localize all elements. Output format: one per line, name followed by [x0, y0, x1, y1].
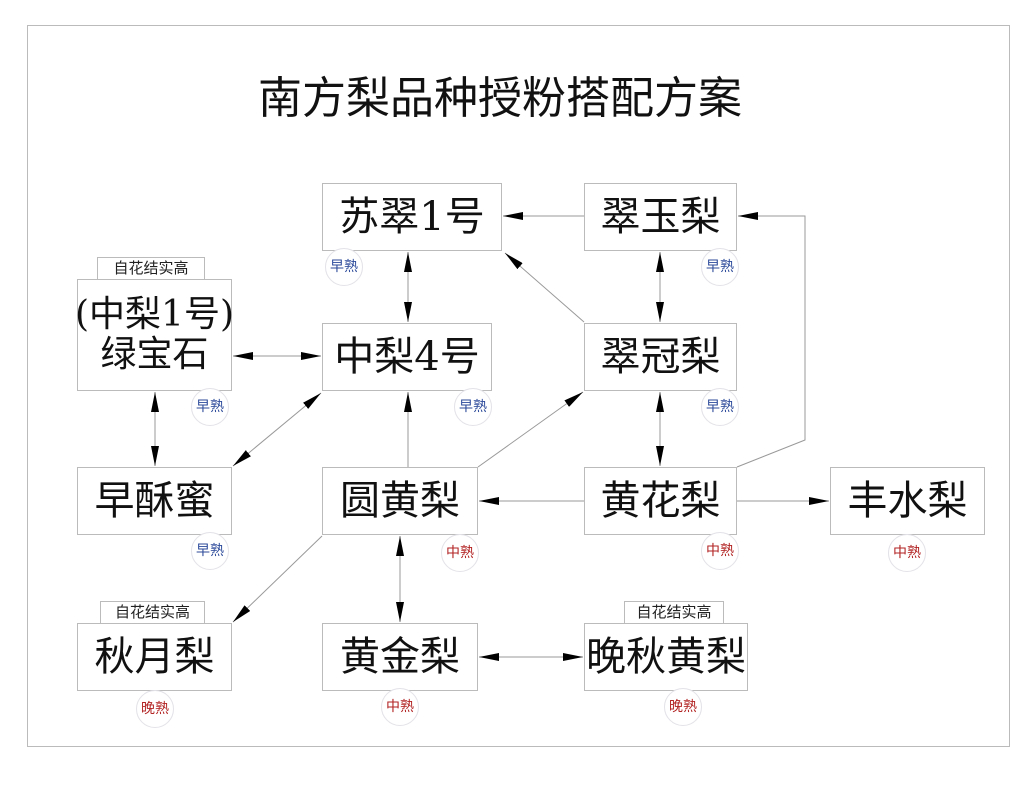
node-name: 中梨4号: [334, 334, 480, 380]
maturity-badge: 晚熟: [136, 690, 174, 728]
node-name: 晚秋黄梨: [586, 634, 746, 680]
self-fertile-label: 自花结实高: [624, 601, 724, 623]
maturity-badge: 早熟: [454, 388, 492, 426]
node-name: 绿宝石: [100, 334, 209, 375]
node-name: 秋月梨: [94, 634, 215, 680]
node-yuanhuang: 圆黄梨: [322, 467, 478, 535]
node-zhongli4: 中梨4号: [322, 323, 492, 391]
self-fertile-label: 自花结实高: [100, 601, 205, 623]
node-wanqiu: 晚秋黄梨: [584, 623, 748, 691]
node-name: 早酥蜜: [94, 478, 215, 524]
arrow-huanghua-to-cuiyu: [736, 212, 806, 468]
arrow-yuanhuang-to-cuiguan: [477, 391, 584, 468]
arrow-yuanhuang-to-qiuyue: [232, 535, 323, 623]
node-cuiguan: 翠冠梨: [584, 323, 737, 391]
node-alias: (中梨1号): [75, 294, 234, 336]
node-huanghua: 黄花梨: [584, 467, 737, 535]
maturity-badge: 晚熟: [664, 688, 702, 726]
node-cuiyu: 翠玉梨: [584, 183, 737, 251]
node-name: 黄花梨: [600, 478, 721, 524]
node-huangjin: 黄金梨: [322, 623, 478, 691]
maturity-badge: 中熟: [441, 534, 479, 572]
maturity-badge: 早熟: [191, 388, 229, 426]
node-name: 圆黄梨: [340, 478, 460, 524]
diagram-frame: [27, 25, 1010, 747]
maturity-badge: 中熟: [701, 532, 739, 570]
node-sucui1: 苏翠1号: [322, 183, 502, 251]
node-name: 翠玉梨: [600, 194, 721, 240]
maturity-badge: 早熟: [191, 532, 229, 570]
node-name: 黄金梨: [340, 634, 460, 680]
node-name: 丰水梨: [847, 478, 968, 524]
maturity-badge: 中熟: [381, 688, 419, 726]
diagram-title: 南方梨品种授粉搭配方案: [258, 73, 742, 124]
node-lvbaoshi: (中梨1号) 绿宝石: [75, 279, 234, 391]
node-name: 苏翠1号: [339, 194, 485, 240]
maturity-badge: 早熟: [701, 388, 739, 426]
maturity-badge: 早熟: [325, 248, 363, 286]
node-fengshui: 丰水梨: [830, 467, 985, 535]
arrow-cuiguan-to-sucui1: [504, 252, 585, 323]
node-zaosumi: 早酥蜜: [77, 467, 232, 535]
arrow-zaosumi-to-zhongli4: [232, 392, 322, 467]
node-name: 翠冠梨: [600, 334, 721, 380]
self-fertile-label: 自花结实高: [97, 257, 205, 279]
node-qiuyue: 秋月梨: [77, 623, 232, 691]
maturity-badge: 早熟: [701, 248, 739, 286]
maturity-badge: 中熟: [888, 534, 926, 572]
